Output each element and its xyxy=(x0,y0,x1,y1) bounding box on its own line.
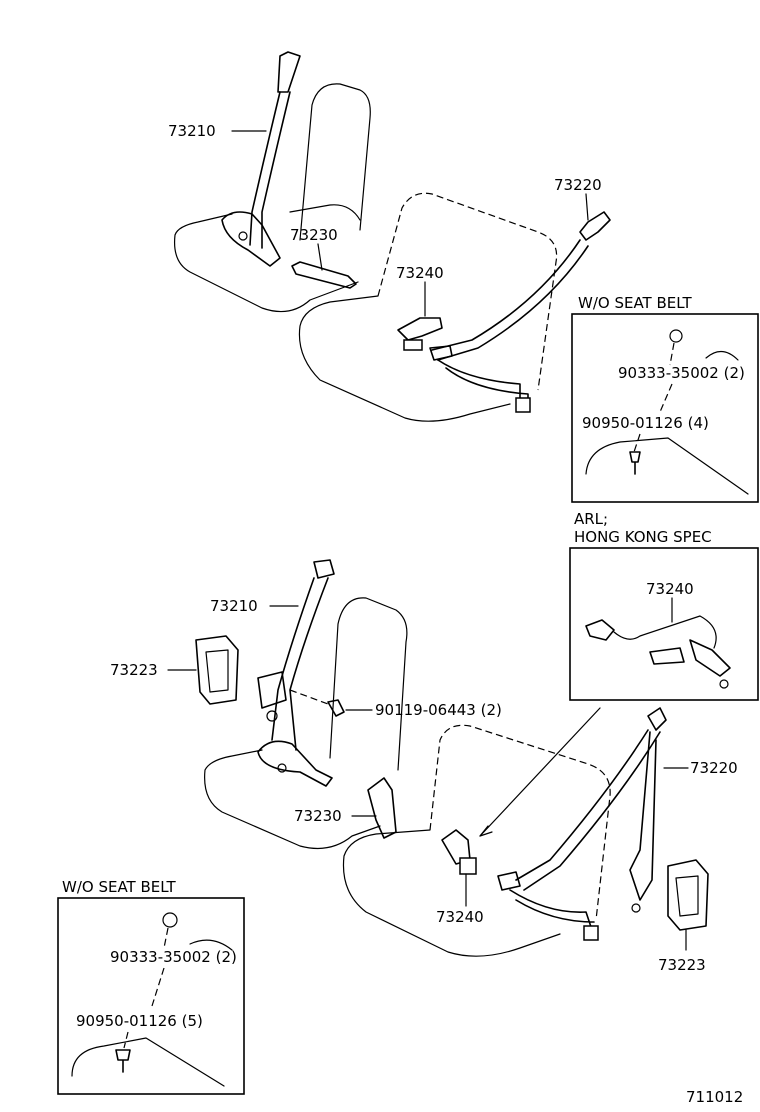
inset-upper-wo-seat-belt: W/O SEAT BELT 90333-35002 (2) 90950-0112… xyxy=(571,294,759,503)
label-lower-90119: 90119-06443 (2) xyxy=(375,701,502,719)
leader-upper-73230 xyxy=(317,243,323,271)
lower-seat-assembly: 73210 73223 90119-06443 (2) 73230 73240 … xyxy=(110,559,738,974)
upper-73220-lap-belt xyxy=(437,359,529,411)
inset-arl-frame xyxy=(569,547,759,701)
inset-lower-wo-seat-belt: W/O SEAT BELT 90333-35002 (2) 90950-0112… xyxy=(57,878,245,1095)
upper-73210-anchor xyxy=(277,51,301,93)
label-lower-73220: 73220 xyxy=(690,759,738,777)
inset-upper-part-a: 90333-35002 (2) xyxy=(618,364,745,382)
lower-90119-dash xyxy=(289,689,329,705)
upper-seat-assembly: 73210 73230 73240 73220 xyxy=(168,51,611,422)
lower-73230-buckle xyxy=(367,777,397,839)
inset-arl-cable xyxy=(613,615,717,649)
inset-lower-dash-a xyxy=(151,927,169,1007)
inset-upper-title: W/O SEAT BELT xyxy=(578,294,693,312)
lower-left-seat-cushion xyxy=(204,749,381,849)
upper-bench-back xyxy=(377,192,558,391)
inset-lower-part-b: 90950-01126 (5) xyxy=(76,1012,203,1030)
inset-lower-title: W/O SEAT BELT xyxy=(62,878,177,896)
inset-lower-screw-icon xyxy=(115,1049,131,1073)
lower-73223-right-inner xyxy=(675,875,699,917)
lower-bench-cushion xyxy=(342,829,561,957)
inset-arl-title-line2: HONG KONG SPEC xyxy=(574,528,712,546)
arl-pointer-arrowhead xyxy=(479,825,493,837)
lower-lap-bolt-icon xyxy=(277,763,287,773)
inset-lower-dash-b xyxy=(123,1031,129,1049)
upper-73210-belt xyxy=(249,91,291,249)
label-lower-73240: 73240 xyxy=(436,908,484,926)
lower-73220-tongue xyxy=(497,871,521,891)
lower-73210-belt xyxy=(271,577,329,751)
upper-73240-buckle xyxy=(397,317,443,341)
upper-73220-belt xyxy=(431,239,589,361)
inset-lower-part-a: 90333-35002 (2) xyxy=(110,948,237,966)
label-upper-73230: 73230 xyxy=(290,226,338,244)
inset-upper-part-b: 90950-01126 (4) xyxy=(582,414,709,432)
inset-arl-bolt-icon xyxy=(719,679,729,689)
lower-73240-buckle xyxy=(441,829,471,865)
lower-retractor-bolt-icon xyxy=(266,710,278,722)
inset-arl-buckle-a xyxy=(585,619,615,641)
lower-73240-tongue xyxy=(459,857,477,875)
upper-left-seat-cushion xyxy=(173,204,361,313)
inset-lower-seat-outline xyxy=(71,1037,225,1087)
lower-73210-lap-anchor xyxy=(257,740,333,787)
upper-73230-buckle xyxy=(291,261,357,289)
inset-upper-seat-outline xyxy=(585,437,749,495)
inset-arl-part: 73240 xyxy=(646,580,694,598)
inset-upper-frame xyxy=(571,313,759,503)
label-lower-73223-left: 73223 xyxy=(110,661,158,679)
lower-73210-retractor xyxy=(257,671,287,709)
inset-lower-frame xyxy=(57,897,245,1095)
upper-bench-cushion xyxy=(298,295,511,422)
inset-arl-bracket xyxy=(689,639,731,677)
upper-bolt-icon xyxy=(238,231,248,241)
inset-upper-screw-icon xyxy=(629,451,641,475)
inset-lower-plug-icon xyxy=(162,912,178,928)
label-upper-73220: 73220 xyxy=(554,176,602,194)
lower-73220-anchor xyxy=(647,707,667,731)
upper-73220-tongue xyxy=(429,345,453,361)
label-lower-73210: 73210 xyxy=(210,597,258,615)
label-upper-73240: 73240 xyxy=(396,264,444,282)
lower-73220-bolt-icon xyxy=(631,903,641,913)
inset-upper-dash-b xyxy=(633,433,641,453)
lower-73223-right-cover xyxy=(667,859,709,931)
lower-73220-floor-anchor xyxy=(583,925,599,941)
inset-arl-hong-kong-spec: ARL; HONG KONG SPEC 73240 xyxy=(569,510,759,701)
upper-73220-floor-anchor xyxy=(515,397,531,413)
lower-73223-left-inner xyxy=(205,649,229,693)
inset-upper-dash-a xyxy=(659,342,675,413)
inset-upper-plug-icon xyxy=(669,329,683,343)
upper-73240-tongue xyxy=(403,339,423,351)
lower-left-seat-back xyxy=(329,597,408,771)
lower-bench-back xyxy=(429,724,611,921)
lower-73220-belt xyxy=(515,729,661,891)
diagram-id: 711012 xyxy=(686,1088,743,1106)
label-upper-73210: 73210 xyxy=(168,122,216,140)
label-lower-73230: 73230 xyxy=(294,807,342,825)
inset-arl-buckle-b xyxy=(649,647,685,665)
inset-lower-curve xyxy=(189,939,233,951)
lower-73210-anchor xyxy=(313,559,335,579)
leader-upper-73220 xyxy=(585,193,589,221)
upper-73210-retractor xyxy=(221,211,281,267)
lower-73220-retractor-strap xyxy=(629,731,657,901)
lower-90119-bolt-icon xyxy=(327,699,345,717)
lower-73220-lap-belt xyxy=(509,889,595,931)
arl-pointer-arrow xyxy=(479,707,601,837)
label-lower-73223-right: 73223 xyxy=(658,956,706,974)
inset-arl-title-line1: ARL; xyxy=(574,510,608,528)
inset-upper-curve xyxy=(705,350,739,361)
lower-73223-left-cover xyxy=(195,635,239,705)
upper-73220-anchor xyxy=(579,211,611,241)
upper-left-seat-back xyxy=(299,83,371,241)
